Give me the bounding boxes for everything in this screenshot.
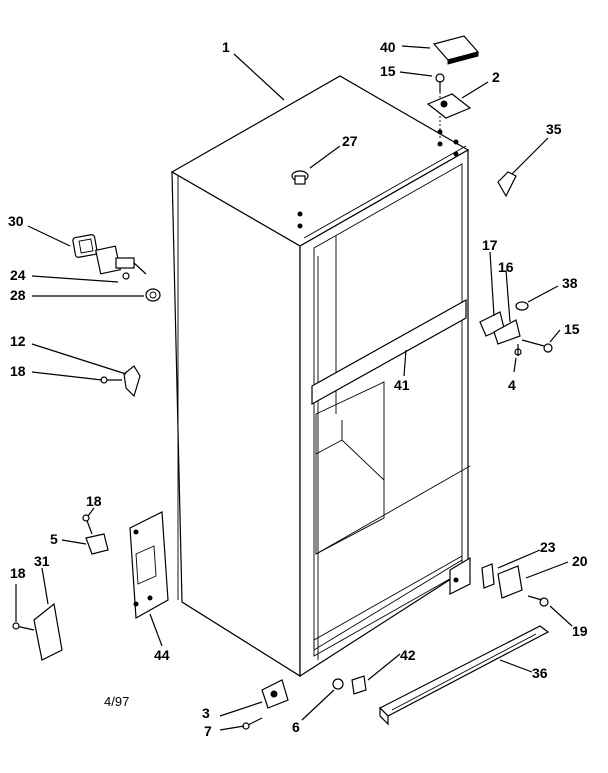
label-41: 41 xyxy=(394,377,410,393)
hinge-pin-35 xyxy=(497,171,517,198)
label-3: 3 xyxy=(202,705,210,721)
label-44: 44 xyxy=(154,647,170,663)
screw-18-lower xyxy=(82,514,93,535)
hinge-17-16 xyxy=(479,311,521,345)
label-6: 6 xyxy=(292,719,300,735)
label-18c: 18 xyxy=(10,565,26,581)
label-36: 36 xyxy=(532,665,548,681)
label-4: 4 xyxy=(508,377,516,393)
label-20: 20 xyxy=(572,553,588,569)
label-17: 17 xyxy=(482,237,498,253)
thermostat-24 xyxy=(95,245,147,280)
label-31: 31 xyxy=(34,553,50,569)
grille-36 xyxy=(378,625,550,726)
label-18a: 18 xyxy=(10,363,26,379)
nut-28 xyxy=(145,288,161,302)
label-18b: 18 xyxy=(86,493,102,509)
screw-7 xyxy=(242,717,263,730)
cover-31 xyxy=(33,602,63,661)
label-38: 38 xyxy=(562,275,578,291)
label-15b: 15 xyxy=(564,321,580,337)
label-30: 30 xyxy=(8,213,24,229)
screw-18-upper xyxy=(100,376,122,384)
label-27: 27 xyxy=(342,133,358,149)
screw-15-right xyxy=(521,339,553,353)
cabinet xyxy=(170,75,471,678)
clip-12 xyxy=(123,365,141,398)
label-28: 28 xyxy=(10,287,26,303)
callout-labels: 1 40 15 2 35 27 30 24 28 17 16 38 15 4 1… xyxy=(8,39,588,739)
bracket-plate-44 xyxy=(129,511,169,619)
label-24: 24 xyxy=(10,267,26,283)
label-2: 2 xyxy=(492,69,500,85)
label-5: 5 xyxy=(50,531,58,547)
shim-23 xyxy=(481,563,495,589)
label-40: 40 xyxy=(380,39,396,55)
hinge-20 xyxy=(497,565,523,599)
label-12: 12 xyxy=(10,333,26,349)
washer-38 xyxy=(515,301,529,311)
hinge-5 xyxy=(85,533,109,555)
label-23: 23 xyxy=(540,539,556,555)
label-35: 35 xyxy=(546,121,562,137)
screw-6 xyxy=(332,678,344,690)
bracket-30 xyxy=(72,234,98,258)
label-7: 7 xyxy=(204,723,212,739)
lower-hinge-3 xyxy=(261,679,289,709)
date-code: 4/97 xyxy=(104,694,129,709)
front-bracket xyxy=(449,556,471,595)
label-42: 42 xyxy=(400,647,416,663)
clip-42 xyxy=(351,675,367,695)
top-hinge-2 xyxy=(426,93,472,119)
label-16: 16 xyxy=(498,259,514,275)
divider-41 xyxy=(311,298,467,406)
screw-4 xyxy=(514,344,522,356)
hinge-cover-40 xyxy=(432,35,480,65)
leader-lines xyxy=(15,45,573,731)
label-15: 15 xyxy=(380,63,396,79)
label-19: 19 xyxy=(572,623,588,639)
label-1: 1 xyxy=(222,39,230,55)
screw-19 xyxy=(527,595,549,607)
screw-18-bottom xyxy=(12,622,35,631)
knob-27 xyxy=(291,170,309,185)
